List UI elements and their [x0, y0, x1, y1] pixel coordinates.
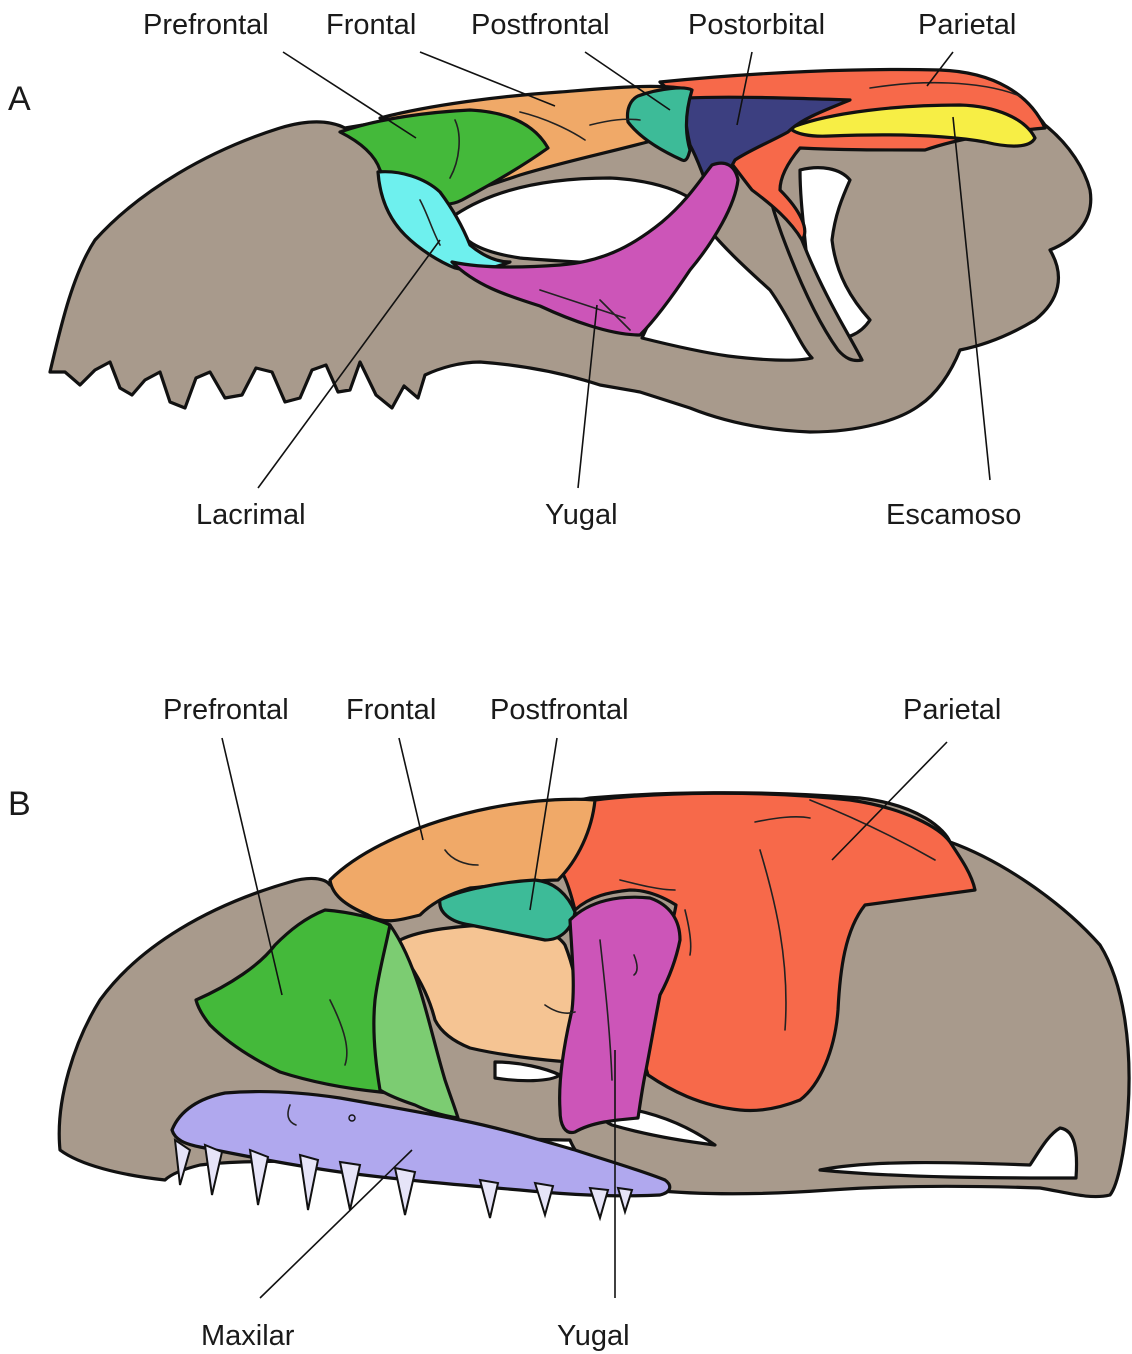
panel-a: A Prefrontal Frontal Postfrontal Posto [8, 9, 1091, 531]
panel-a-label-escamoso: Escamoso [886, 499, 1021, 531]
panel-b-label-yugal: Yugal [557, 1320, 630, 1352]
panel-a-label-postorbital: Postorbital [688, 9, 825, 41]
panel-b: B [8, 694, 1129, 1352]
panel-b-label-parietal: Parietal [903, 694, 1001, 726]
panel-b-leader-frontal [399, 738, 423, 840]
panel-a-label-lacrimal: Lacrimal [196, 499, 306, 531]
panel-a-label-postfrontal: Postfrontal [471, 9, 610, 41]
panel-b-label-maxilar: Maxilar [201, 1320, 295, 1352]
panel-b-label-prefrontal: Prefrontal [163, 694, 289, 726]
panel-a-label-prefrontal: Prefrontal [143, 9, 269, 41]
panel-a-label-parietal: Parietal [918, 9, 1016, 41]
panel-b-label-postfrontal: Postfrontal [490, 694, 629, 726]
panel-b-label-frontal: Frontal [346, 694, 436, 726]
panel-b-letter: B [8, 785, 31, 823]
panel-a-letter: A [8, 80, 31, 118]
panel-a-label-frontal: Frontal [326, 9, 416, 41]
panel-a-label-yugal: Yugal [545, 499, 618, 531]
